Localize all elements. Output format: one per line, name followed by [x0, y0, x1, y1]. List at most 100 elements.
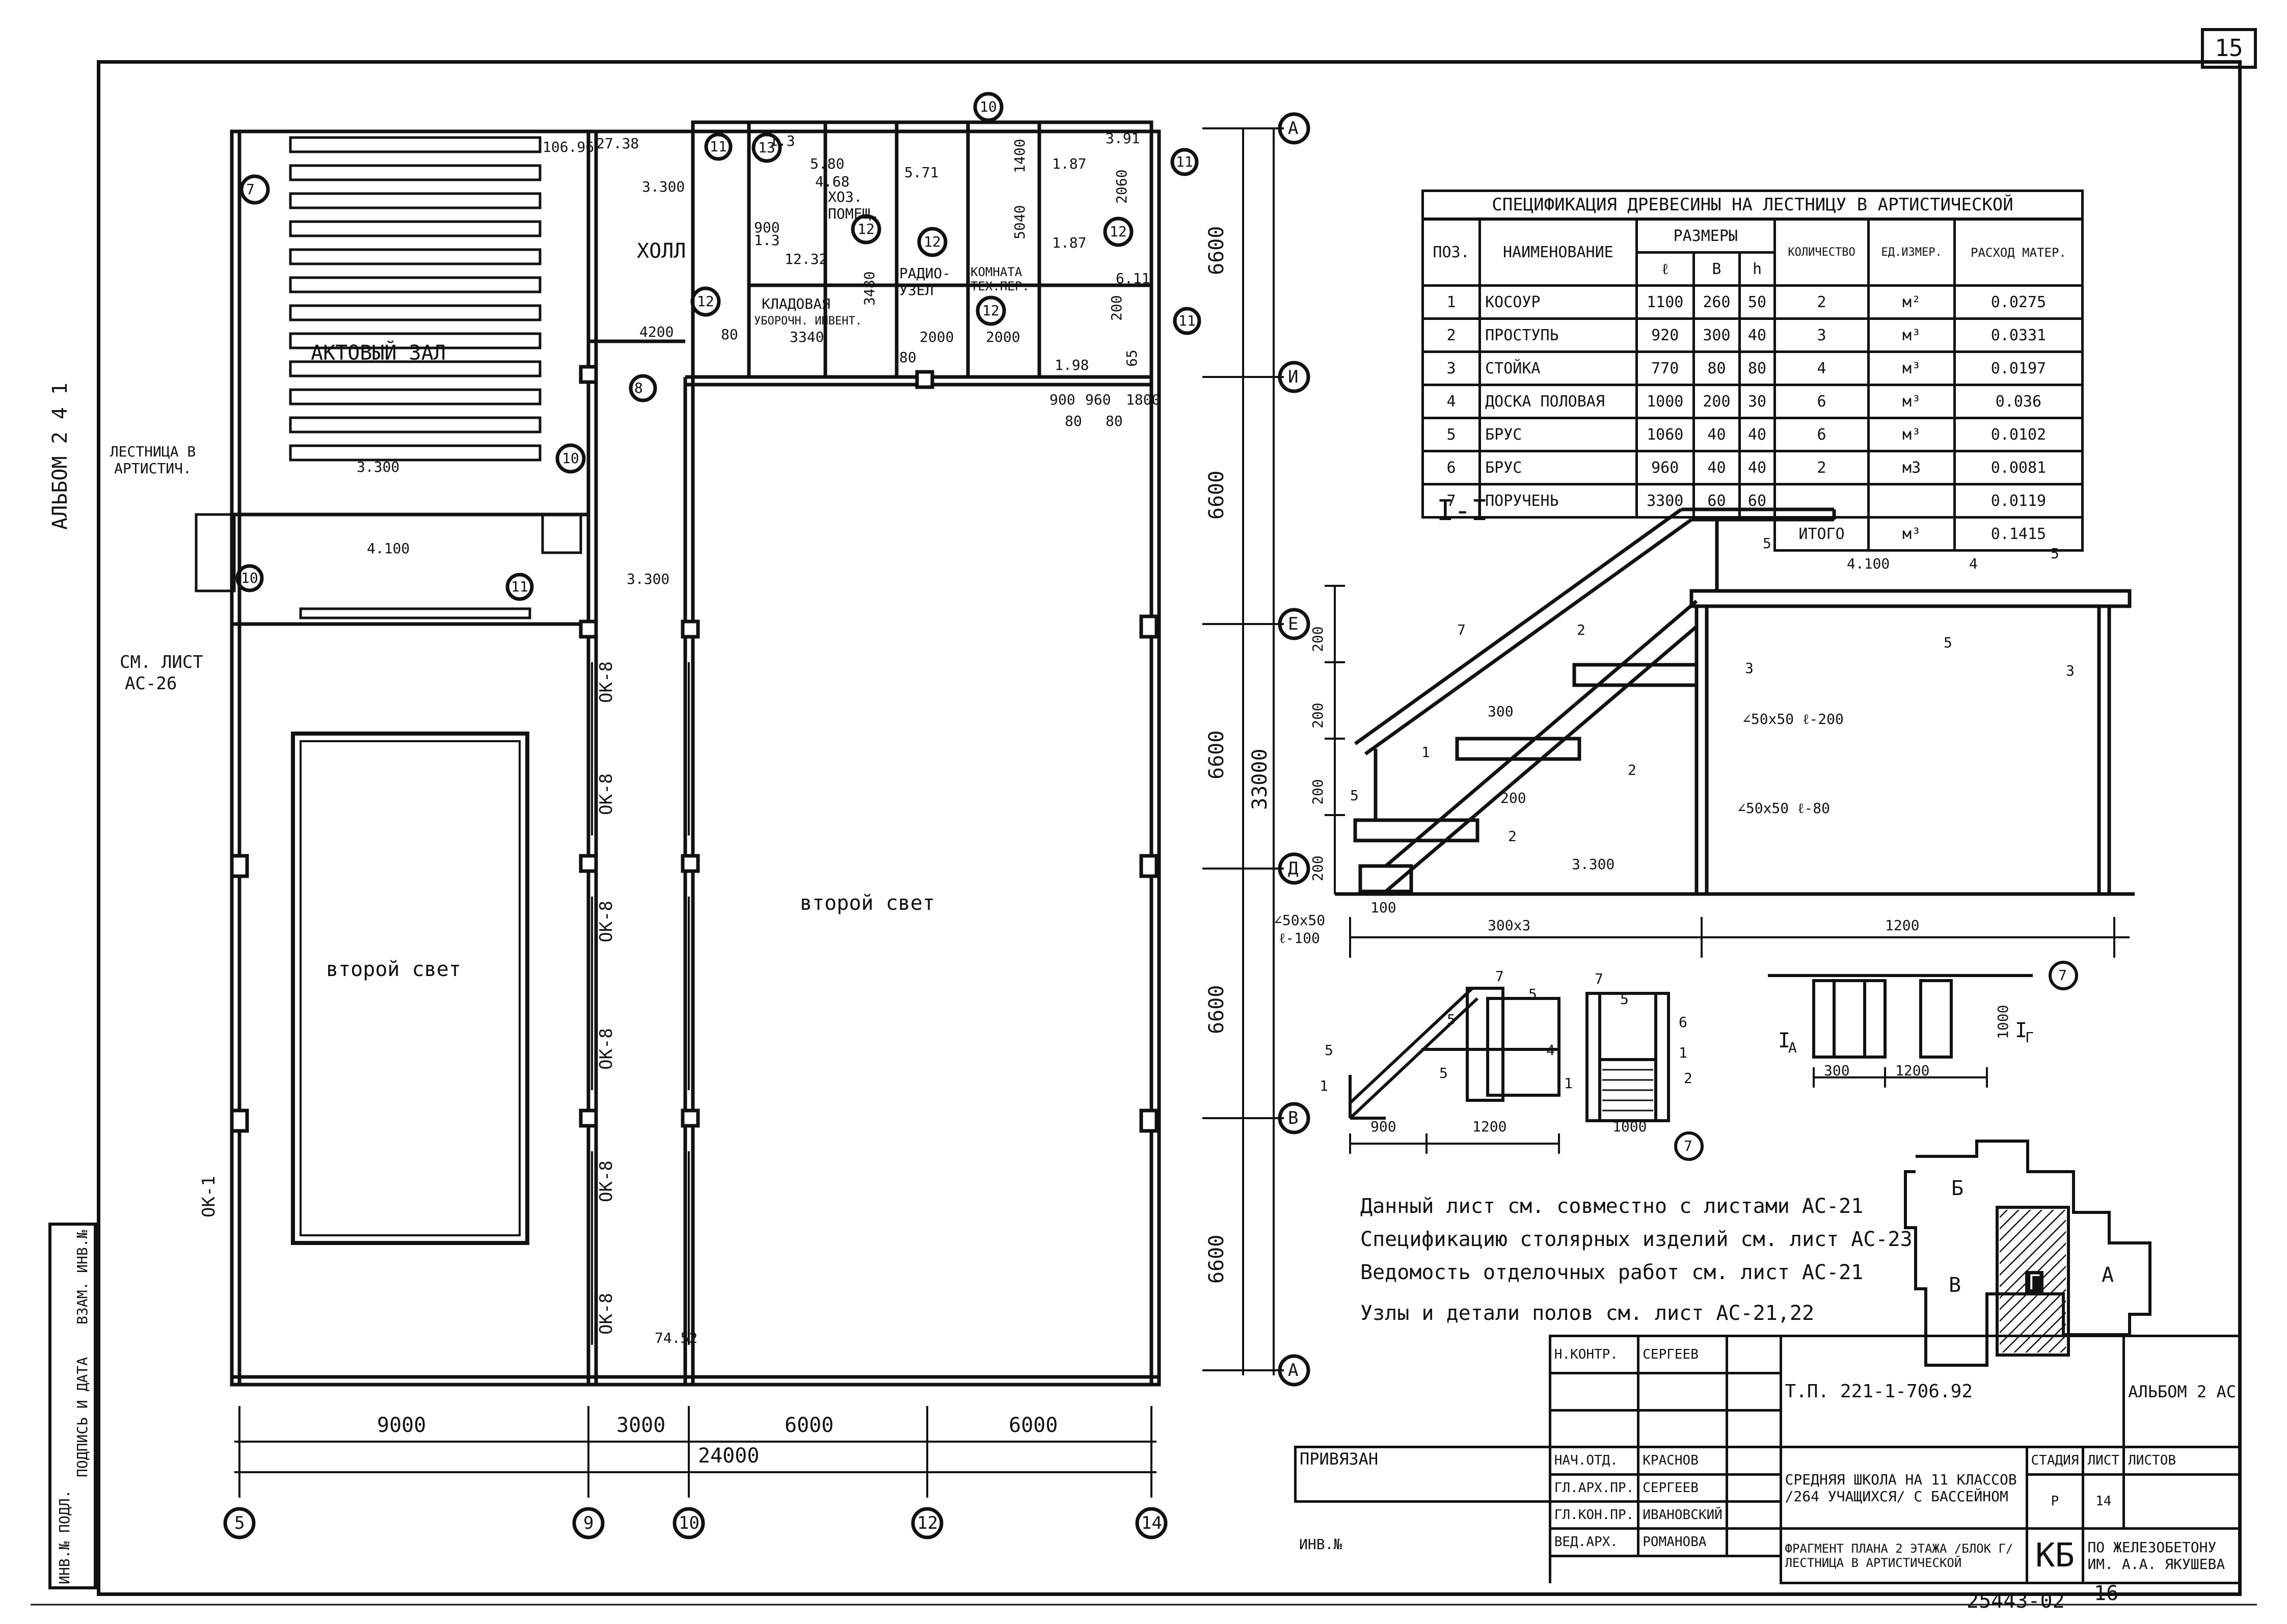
- cell-h: 60: [1738, 483, 1776, 519]
- cell-h: 30: [1738, 384, 1776, 419]
- cell-cons: 0.0102: [1953, 417, 2084, 452]
- cell-cons: 0.036: [1953, 384, 2084, 419]
- cell-unit: [1867, 483, 1956, 519]
- section-level-2: 3.300: [1572, 856, 1615, 873]
- section-pos: 5: [1763, 535, 1771, 552]
- section-vdim: 200: [1309, 779, 1326, 805]
- cell-qty: 6: [1773, 384, 1870, 419]
- cell-l: 1060: [1635, 417, 1695, 452]
- section-dim: 300x3: [1488, 917, 1531, 934]
- bubble-8: 8: [634, 380, 643, 396]
- local-dim: 65: [1123, 349, 1140, 367]
- spec-h-name: НАИМЕНОВАНИЕ: [1478, 218, 1638, 287]
- spec-h-pos: ПОЗ.: [1421, 218, 1482, 287]
- cell-qty: [1773, 483, 1870, 519]
- name-cell: ИВАНОВСКИЙ: [1637, 1500, 1728, 1530]
- note-line: Узлы и детали полов см. лист АС-21,22: [1360, 1302, 1815, 1325]
- section-vdim: 200: [1309, 702, 1326, 728]
- spec-total-row: ИТОГО м³ 0.1415: [1423, 516, 2084, 552]
- cell-unit: м³: [1867, 384, 1956, 419]
- spec-header-row: ПОЗ. НАИМЕНОВАНИЕ РАЗМЕРЫ КОЛИЧЕСТВО ЕД.…: [1421, 218, 2084, 287]
- cell-b: 200: [1692, 384, 1741, 419]
- detail-dim: 900: [1370, 1118, 1396, 1135]
- bubble-11: 11: [710, 138, 727, 155]
- dim-right: 6600: [1205, 226, 1228, 275]
- cell-name: СТОЙКА: [1478, 350, 1638, 386]
- section-pos: 1: [1421, 744, 1430, 761]
- section-pos: 5: [1350, 787, 1359, 804]
- section-pos: 3: [1745, 660, 1754, 676]
- sheets-header: ЛИСТОВ: [2122, 1446, 2242, 1476]
- cell-name: ДОСКА ПОЛОВАЯ: [1478, 384, 1638, 419]
- sheet-title: ФРАГМЕНТ ПЛАНА 2 ЭТАЖА /БЛОК Г/ ЛЕСТНИЦА…: [1779, 1527, 2028, 1584]
- cell-unit: м3: [1867, 450, 1956, 485]
- role-cell: ВЕД.АРХ.: [1548, 1527, 1640, 1557]
- local-dim: 960: [1085, 391, 1111, 408]
- area-mark: 3.91: [1106, 130, 1140, 147]
- cell-unit: м³: [1867, 417, 1956, 452]
- area-mark: 4.68: [815, 173, 850, 190]
- cell-qty: 4: [1773, 350, 1870, 386]
- angle-label: ∠50x50 ℓ-80: [1737, 800, 1830, 817]
- local-dim: 900: [754, 219, 780, 236]
- axis-bubble-bottom: 14: [1141, 1513, 1162, 1533]
- cell-qty: 3: [1773, 317, 1870, 353]
- section-vdim: 200: [1309, 855, 1326, 881]
- cell-pos: 6: [1421, 450, 1482, 485]
- cell-unit: м³: [1867, 317, 1956, 353]
- cell-name: ПОРУЧЕНЬ: [1478, 483, 1638, 519]
- cell-qty: 6: [1773, 417, 1870, 452]
- cell-name: КОСОУР: [1478, 284, 1638, 320]
- level-mark: 4.100: [367, 540, 410, 557]
- area-mark: 106.96: [543, 139, 595, 155]
- detail-pos: 5: [1439, 1065, 1448, 1081]
- window-label: ОК-8: [596, 1028, 616, 1070]
- cell-cons: 0.0119: [1953, 483, 2084, 519]
- cell-h: 40: [1738, 417, 1776, 452]
- detail-pos: 6: [1679, 1014, 1687, 1031]
- name-cell: СЕРГЕЕВ: [1637, 1473, 1728, 1503]
- role-cell: Н.КОНТР.: [1548, 1335, 1640, 1374]
- cell-unit: м²: [1867, 284, 1956, 320]
- bubble-12: 12: [924, 233, 941, 250]
- axis-bubble-right: А: [1288, 1360, 1299, 1381]
- local-dim: 1400: [1011, 139, 1028, 173]
- sheet-value: 14: [2082, 1473, 2125, 1530]
- axis-bubble-bottom: 10: [679, 1513, 699, 1533]
- note-line: Данный лист см. совместно с листами АС-2…: [1360, 1195, 1864, 1218]
- window-label: ОК-8: [596, 773, 616, 815]
- cell-l: 770: [1635, 350, 1695, 386]
- local-dim: 3340: [790, 329, 824, 345]
- spec-h-unit: ЕД.ИЗМЕР.: [1867, 218, 1956, 287]
- cell-cons: 0.0331: [1953, 317, 2084, 353]
- angle-label: ℓ-100: [1279, 930, 1320, 946]
- cell-b: 80: [1692, 350, 1741, 386]
- angle-label: ∠50x50: [1274, 912, 1326, 929]
- section-dim: 100: [1370, 899, 1396, 916]
- axis-bubble-bottom: 9: [583, 1513, 594, 1533]
- detail-dim: 1000: [1612, 1118, 1647, 1135]
- cell-cons: 0.0081: [1953, 450, 2084, 485]
- level-mark: 3.300: [627, 571, 670, 587]
- cell-name: ПРОСТУПЬ: [1478, 317, 1638, 353]
- local-dim: 2000: [920, 329, 954, 345]
- local-dim: 200: [1108, 295, 1125, 321]
- level-mark: 3.300: [357, 458, 400, 475]
- axis-bubble-right: В: [1288, 1108, 1299, 1128]
- window-label: ОК-8: [596, 1293, 616, 1335]
- object-name: СРЕДНЯЯ ШКОЛА НА 11 КЛАССОВ /264 УЧАЩИХС…: [1779, 1446, 2028, 1530]
- role-cell: НАЧ.ОТД.: [1548, 1446, 1640, 1476]
- section-pos: 2: [1508, 828, 1517, 845]
- cell-pos: 2: [1421, 317, 1482, 353]
- cell-b: 260: [1692, 284, 1741, 320]
- area-mark: 74.52: [655, 1330, 698, 1346]
- detail-pos: 7: [1684, 1138, 1692, 1154]
- cell-h: 80: [1738, 350, 1776, 386]
- sheet-header: ЛИСТ: [2082, 1446, 2125, 1476]
- level-mark: 3.300: [642, 178, 685, 195]
- spec-h-b: В: [1692, 251, 1741, 287]
- section-pos: 3: [2066, 662, 2075, 679]
- section-title: I-I: [1437, 494, 1489, 527]
